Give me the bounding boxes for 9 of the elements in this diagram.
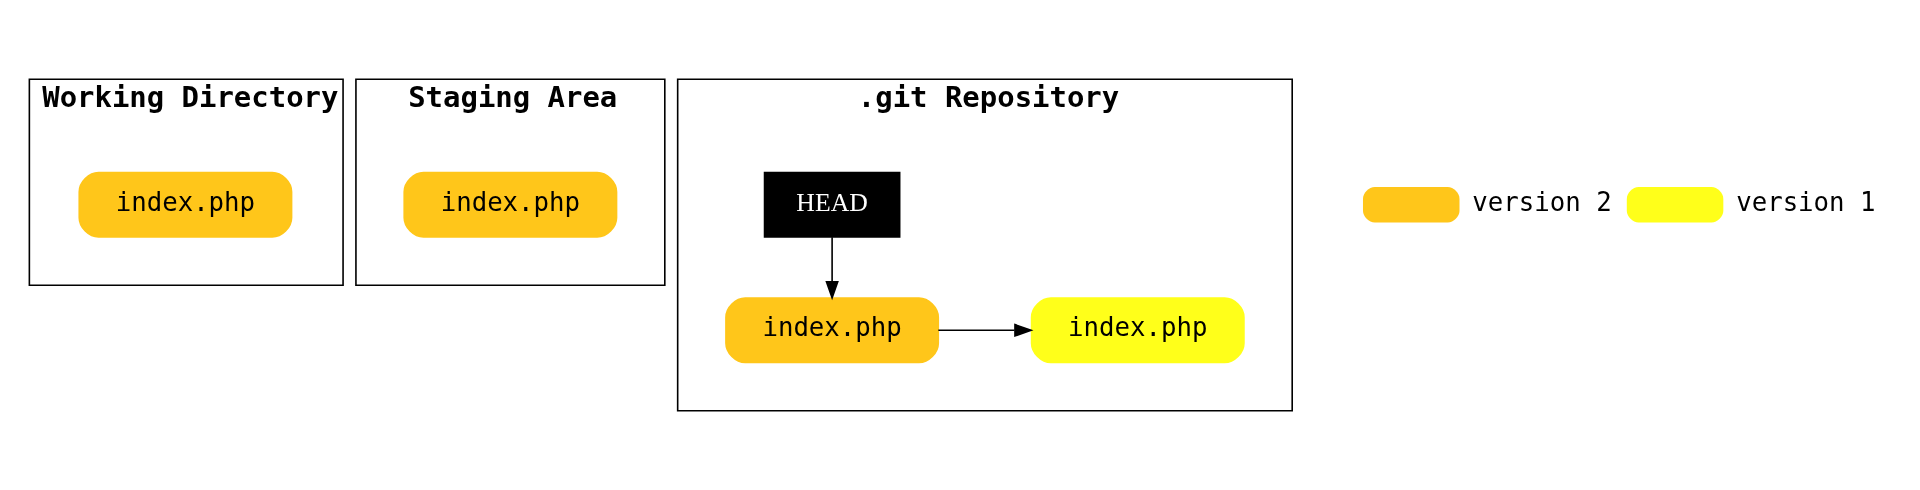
legend-label: version 1 — [1736, 186, 1876, 217]
legend-label: version 2 — [1472, 186, 1612, 217]
node-box: index.php — [403, 171, 618, 238]
node-box: HEAD — [763, 171, 901, 238]
arrow — [937, 323, 1034, 338]
node-box: index.php — [725, 297, 940, 364]
node-box: index.php — [78, 171, 293, 238]
arrow — [825, 236, 839, 301]
node-box: index.php — [1030, 297, 1245, 364]
